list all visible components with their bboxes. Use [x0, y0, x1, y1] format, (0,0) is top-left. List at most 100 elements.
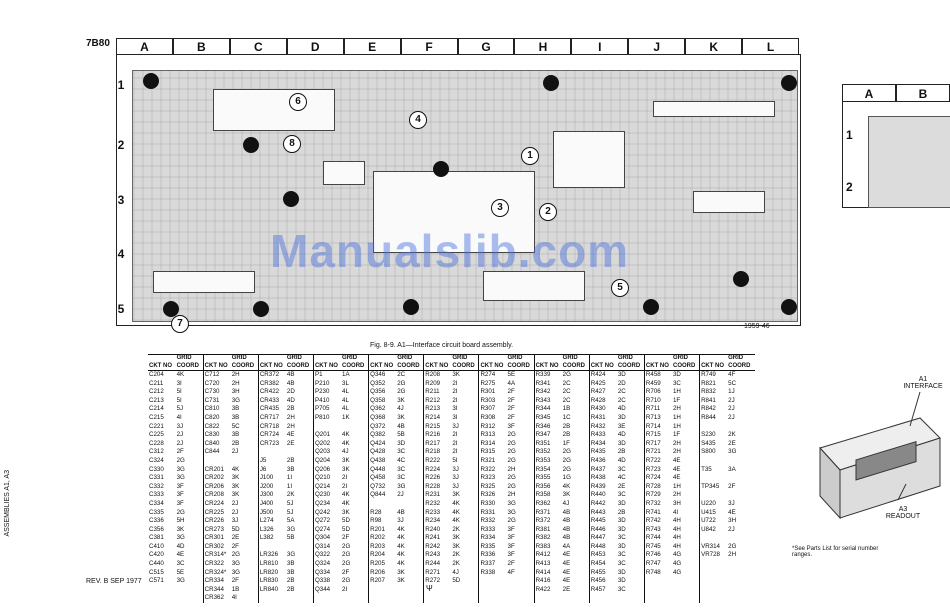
figure-caption: Fig. 8-9. A1—Interface circuit board ass…: [370, 342, 514, 349]
ckt-no-cell: R303: [478, 396, 507, 406]
ckt-no-cell: R841: [699, 396, 728, 406]
grid-coord-cell: 3I: [452, 413, 458, 421]
ckt-no-cell: R354: [533, 465, 562, 475]
grid-coord-cell: 3G: [231, 396, 240, 404]
ckt-no-cell: Q214: [312, 482, 342, 492]
grid-coord-cell: 2I: [452, 431, 458, 439]
grid-coord-cell: 3D: [617, 542, 626, 550]
grid-coord-cell: 5B: [286, 534, 295, 542]
grid-coord-cell: 2G: [507, 517, 516, 525]
grid-coord-cell: 4B: [562, 508, 571, 516]
ckt-no-cell: [368, 585, 397, 595]
ckt-no-cell: R234: [423, 517, 452, 526]
ckt-no-cell: R343: [533, 396, 562, 406]
ckt-no-cell: C420: [149, 551, 164, 559]
grid-coord-cell: 5D: [342, 525, 350, 533]
board-row-3: 3: [117, 193, 125, 207]
grid-coord-cell: 4K: [397, 551, 405, 559]
ckt-no-cell: R383: [533, 542, 562, 552]
ckt-no-cell: [699, 594, 728, 604]
grid-coord-cell: 3K: [397, 577, 405, 585]
ckt-no-cell: R414: [533, 568, 562, 578]
ckt-no-cell: R706: [643, 388, 672, 397]
grid-coord-cell: 4I: [176, 413, 182, 421]
callout-8: 8: [283, 135, 301, 153]
grid-coord-cell: 3G: [176, 465, 185, 473]
ckt-no-cell: R456: [588, 577, 617, 586]
ckt-no-cell: R749: [699, 370, 728, 380]
board-col-a: A: [116, 38, 173, 54]
grid-coord-cell: 3C: [397, 465, 406, 473]
module-drawing: [819, 391, 941, 520]
ckt-no-cell: R717: [643, 439, 672, 449]
grid-coord-cell: 4J: [342, 448, 349, 456]
ckt-no-cell: CR314*: [202, 551, 231, 561]
grid-coord-cell: [727, 560, 755, 569]
grid-coord-cell: 3K: [342, 508, 350, 516]
module-label-interface: A1 INTERFACE: [903, 376, 943, 390]
grid-coord-cell: 4A: [562, 542, 571, 550]
grid-coord-cell: [672, 594, 700, 603]
grid-coord-cell: 2J: [231, 508, 239, 516]
grid-coord-cell: 4B: [397, 508, 405, 516]
header-grid-coord: GRID COORD: [727, 354, 755, 371]
grid-coord-cell: 2B: [562, 422, 571, 430]
ckt-no-cell: R312: [478, 422, 507, 432]
ckt-no-cell: R832: [699, 388, 728, 397]
grid-coord-cell: 3K: [397, 568, 405, 576]
board-row-4: 4: [117, 247, 125, 261]
grid-coord-cell: 2J: [728, 396, 735, 404]
grid-coord-cell: 3K: [342, 456, 350, 464]
ckt-no-cell: R422: [533, 585, 562, 595]
grid-coord-cell: 3C: [617, 465, 626, 473]
grid-coord-cell: 2H: [672, 439, 681, 447]
header-grid-coord: GRID COORD: [451, 354, 479, 371]
ckt-no-cell: R448: [588, 542, 617, 552]
ckt-no-cell: R322: [478, 465, 507, 475]
ckt-no-cell: R430: [588, 405, 617, 414]
grid-coord-cell: 2G: [562, 456, 571, 464]
ckt-no-cell: R208: [423, 370, 452, 380]
header-grid-coord: GRID COORD: [230, 354, 259, 371]
grid-coord-cell: 2B: [286, 456, 295, 464]
callout-4: 4: [409, 111, 427, 129]
grid-coord-cell: 1B: [562, 405, 571, 413]
inset-col-a: A: [842, 84, 896, 102]
grid-coord-cell: [286, 543, 314, 552]
grid-coord-cell: 2J: [176, 431, 184, 439]
ckt-no-cell: R438: [588, 474, 617, 483]
ckt-no-cell: C844: [202, 448, 231, 457]
grid-coord-cell: 4E: [672, 456, 681, 464]
ckt-no-cell: R427: [588, 388, 617, 397]
ckt-no-cell: [148, 594, 176, 603]
grid-coord-cell: 3G: [728, 448, 737, 456]
grid-coord-cell: [396, 586, 424, 595]
page-tag: 7B80: [86, 38, 110, 49]
grid-coord-cell: 2J: [728, 405, 735, 413]
ckt-no-cell: CR226: [202, 517, 231, 526]
ckt-no-cell: Q314: [312, 542, 342, 552]
page-mark: Ψ: [426, 584, 433, 593]
ckt-no-cell: [257, 594, 286, 604]
grid-coord-cell: 2G: [342, 542, 351, 550]
ckt-no-cell: [699, 491, 728, 500]
board-row-5: 5: [117, 302, 125, 316]
grid-coord-cell: 3D: [617, 371, 626, 378]
ckt-no-cell: [478, 585, 507, 595]
grid-coord-cell: 4K: [231, 465, 240, 473]
ckt-no-cell: Q203: [312, 448, 342, 457]
ckt-no-cell: CR435: [257, 405, 286, 414]
ckt-no-cell: [699, 534, 728, 543]
ckt-no-cell: R412: [533, 551, 562, 561]
ckt-no-cell: R416: [533, 577, 562, 586]
grid-coord-cell: 3B: [286, 465, 295, 473]
ckt-no-cell: R28: [368, 508, 397, 518]
ckt-no-cell: R337: [478, 560, 507, 569]
ckt-no-cell: R346: [533, 422, 562, 432]
ckt-no-cell: R271: [423, 568, 452, 578]
grid-coord-cell: 2K: [286, 491, 295, 499]
ckt-no-cell: J300: [257, 491, 286, 500]
